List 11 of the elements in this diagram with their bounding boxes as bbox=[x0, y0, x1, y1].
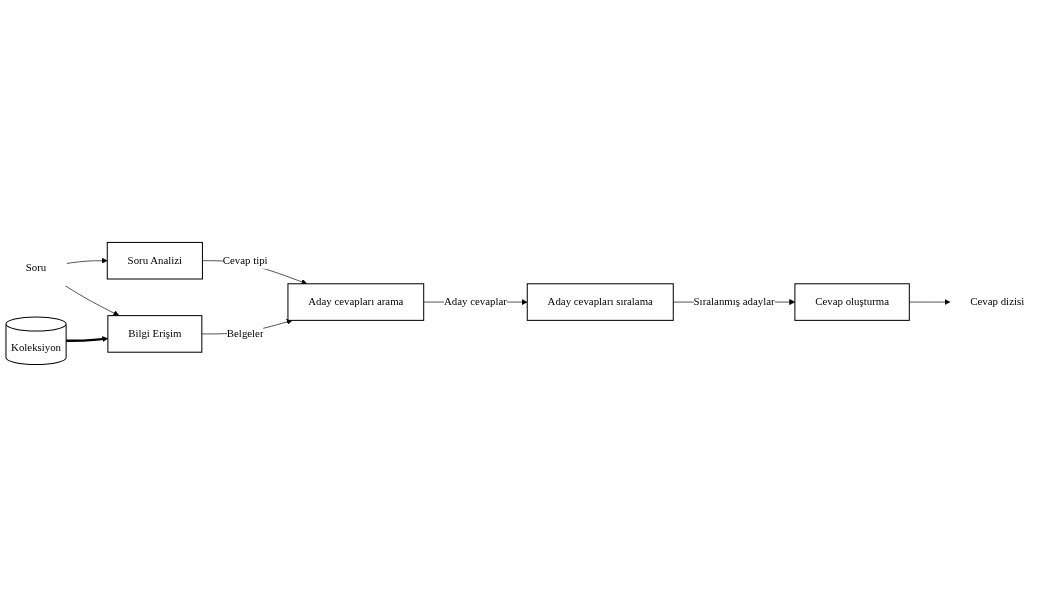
node-text: Soru bbox=[25, 260, 47, 273]
edge-label: Cevap tipi bbox=[222, 254, 268, 266]
edge-label: Sıralanmış adaylar bbox=[693, 295, 775, 308]
node-box: Bilgi Erişim bbox=[107, 314, 203, 353]
edge-label: Aday cevaplar bbox=[444, 295, 507, 308]
node-box: Cevap oluşturma bbox=[794, 282, 910, 321]
node-box: Soru Analizi bbox=[106, 241, 203, 280]
node-box: Aday cevapları arama bbox=[287, 282, 425, 321]
node-text: Cevap dizisi bbox=[970, 295, 1025, 308]
edge-label: Belgeler bbox=[226, 327, 264, 339]
node-box: Aday cevapları sıralama bbox=[526, 282, 674, 321]
